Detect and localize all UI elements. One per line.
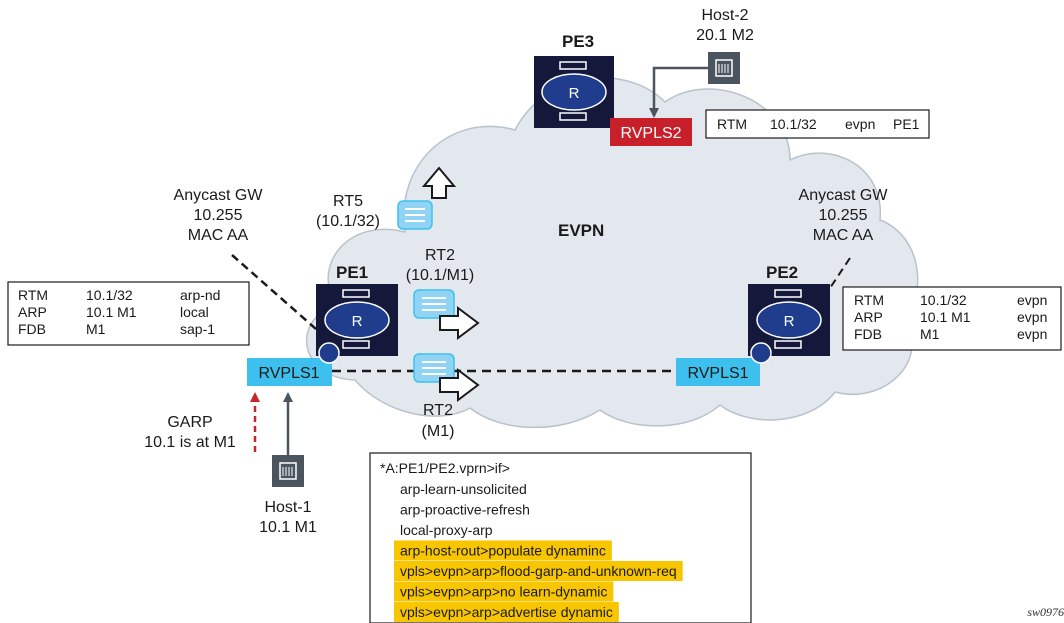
rvpls2-label: RVPLS2 <box>620 125 681 142</box>
pe3-table-cell: PE1 <box>893 116 920 132</box>
rvpls1-left-box <box>247 358 332 386</box>
config-line: vpls>evpn>arp>flood-garp-and-unknown-req <box>400 563 677 579</box>
pe1-table-cell: ARP <box>18 304 47 320</box>
pe1-table-cell: 10.1 M1 <box>86 304 137 320</box>
pe3-table-cell: 10.1/32 <box>770 116 817 132</box>
pe1-table-cell: FDB <box>18 321 46 337</box>
rt5-title: RT5 <box>333 193 363 210</box>
config-line: vpls>evpn>arp>no learn-dynamic <box>400 584 607 600</box>
anycast-gw-right-ip: 10.255 <box>819 207 868 224</box>
host1-icon <box>272 455 304 487</box>
pe1-table-cell: M1 <box>86 321 106 337</box>
rvpls1-right-label: RVPLS1 <box>687 365 748 382</box>
pe2-table-cell: 10.1 M1 <box>920 309 971 325</box>
rvpls2-box <box>610 118 692 146</box>
garp-detail: 10.1 is at M1 <box>144 434 236 451</box>
pe2-table-cell: evpn <box>1017 326 1047 342</box>
config-line: arp-host-rout>populate dynaminc <box>400 543 606 559</box>
router-pe1-glyph: R <box>352 313 363 330</box>
config-lines: arp-learn-unsolicited arp-proactive-refre… <box>394 481 683 622</box>
router-pe3-icon: R <box>541 61 607 121</box>
router-pe3-name: PE3 <box>562 32 594 51</box>
anycast-gw-left: Anycast GW 10.255 MAC AA <box>174 187 264 244</box>
pe2-table-cell: evpn <box>1017 292 1047 308</box>
rvpls1-right-box <box>676 358 760 386</box>
router-pe3-glyph: R <box>569 85 580 102</box>
rt2-bottom-message-icon <box>413 353 455 383</box>
config-line-highlight <box>394 540 612 561</box>
pe3-table-cell: evpn <box>845 116 875 132</box>
pe1-table-cell: arp-nd <box>180 287 220 303</box>
config-line-highlight <box>394 581 614 602</box>
host1-address: 10.1 M1 <box>259 519 317 536</box>
host2-name: Host-2 <box>701 7 748 24</box>
rt2-bottom-title: RT2 <box>423 402 453 419</box>
host1-name: Host-1 <box>264 499 311 516</box>
rvpls1-left-label: RVPLS1 <box>258 365 319 382</box>
config-box: *A:PE1/PE2.vprn>if> arp-learn-unsolicite… <box>369 452 752 623</box>
rt2-top-detail: (10.1/M1) <box>406 267 474 284</box>
pe1-table-cell: local <box>180 304 209 320</box>
pe2-table-cell: ARP <box>854 309 883 325</box>
router-pe2-name: PE2 <box>766 263 798 282</box>
config-line: local-proxy-arp <box>400 522 493 538</box>
rt5-message-icon <box>397 200 433 230</box>
evpn-label: EVPN <box>558 221 604 240</box>
pe2-table-cell: evpn <box>1017 309 1047 325</box>
rt2-top-right-arrow-icon <box>439 306 480 340</box>
anycast-gw-left-pointer <box>231 254 335 346</box>
config-line-highlight <box>394 602 619 622</box>
router-pe2-icon: R <box>756 289 822 349</box>
host1: Host-1 10.1 M1 <box>259 455 317 536</box>
host2-link <box>649 66 708 118</box>
config-prompt: *A:PE1/PE2.vprn>if> <box>380 460 510 476</box>
pe3-table: RTM 10.1/32 evpn PE1 <box>705 109 930 139</box>
route-rt2-bottom: RT2 (M1) <box>413 353 480 440</box>
garp-title: GARP <box>167 414 212 431</box>
route-rt2-top: RT2 (10.1/M1) <box>406 247 480 340</box>
pe2-table-cell: RTM <box>854 292 884 308</box>
router-pe2-glyph: R <box>784 313 795 330</box>
config-line-highlight <box>394 561 683 581</box>
pe2-port-icon <box>750 342 772 364</box>
config-line: arp-learn-unsolicited <box>400 481 527 497</box>
config-line: arp-proactive-refresh <box>400 502 530 518</box>
pe2-table-cell: FDB <box>854 326 882 342</box>
route-rt5: RT5 (10.1/32) <box>316 166 457 230</box>
rt2-top-message-icon <box>413 289 455 319</box>
rt5-prefix: (10.1/32) <box>316 213 380 230</box>
host2: Host-2 20.1 M2 <box>696 7 754 84</box>
pe1-port-icon <box>318 342 340 364</box>
pe1-table-cell: sap-1 <box>180 321 215 337</box>
pe3-table-cell: RTM <box>717 116 747 132</box>
pe2-table-cell: M1 <box>920 326 940 342</box>
anycast-gw-right-title: Anycast GW <box>799 187 889 204</box>
rt2-top-title: RT2 <box>425 247 455 264</box>
pe1-table-cell: RTM <box>18 287 48 303</box>
router-pe3: PE3 R <box>534 32 614 128</box>
anycast-gw-left-title: Anycast GW <box>174 187 264 204</box>
pe2-table: RTM 10.1/32 evpn ARP 10.1 M1 evpn FDB M1… <box>842 286 1062 351</box>
anycast-gw-right: Anycast GW 10.255 MAC AA <box>799 187 889 244</box>
anycast-gw-right-mac: MAC AA <box>813 227 874 244</box>
router-pe1-icon: R <box>324 289 390 349</box>
router-pe1-name: PE1 <box>336 263 368 282</box>
anycast-gw-left-mac: MAC AA <box>188 227 249 244</box>
figure-id: sw0976 <box>1027 605 1064 619</box>
pe1-table: RTM 10.1/32 arp-nd ARP 10.1 M1 local FDB… <box>7 281 250 346</box>
pe2-table-cell: 10.1/32 <box>920 292 967 308</box>
rt2-bottom-detail: (M1) <box>422 423 455 440</box>
host2-address: 20.1 M2 <box>696 27 754 44</box>
config-line: vpls>evpn>arp>advertise dynamic <box>400 604 613 620</box>
rt5-up-arrow-icon <box>421 166 457 199</box>
rt2-bottom-right-arrow-icon <box>439 368 480 402</box>
anycast-gw-left-ip: 10.255 <box>194 207 243 224</box>
host2-icon <box>708 52 740 84</box>
pe1-table-cell: 10.1/32 <box>86 287 133 303</box>
